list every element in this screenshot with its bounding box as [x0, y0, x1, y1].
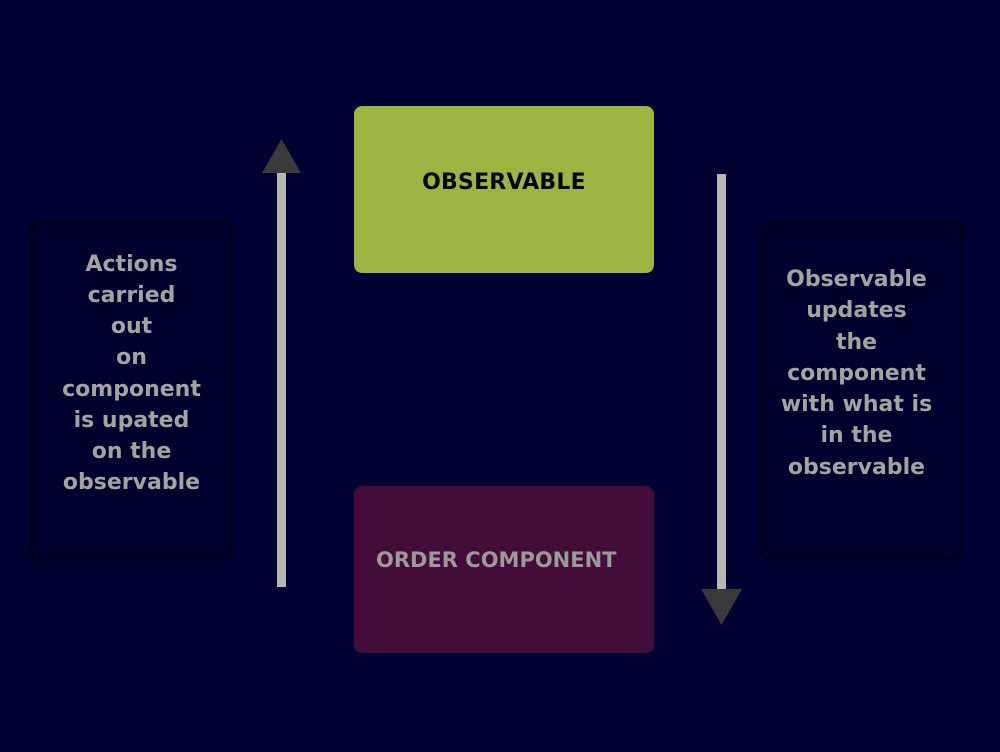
right-note-box: Observable updates the component with wh…: [760, 220, 963, 561]
order-component-label: ORDER COMPONENT: [376, 547, 617, 572]
up-arrow-shaft: [277, 170, 286, 587]
left-note-box: Actions carried out on component is upat…: [30, 220, 233, 561]
left-note-text: Actions carried out on component is upat…: [62, 251, 201, 496]
up-arrow: [262, 139, 301, 587]
down-arrow-shaft: [717, 174, 726, 592]
right-note-text: Observable updates the component with wh…: [780, 267, 933, 480]
observable-box: OBSERVABLE: [354, 106, 654, 273]
down-arrow: [701, 174, 742, 625]
down-arrow-head: [701, 589, 742, 625]
order-component-box: ORDER COMPONENT: [354, 486, 654, 653]
observable-label: OBSERVABLE: [422, 170, 586, 195]
up-arrow-head: [262, 139, 301, 173]
